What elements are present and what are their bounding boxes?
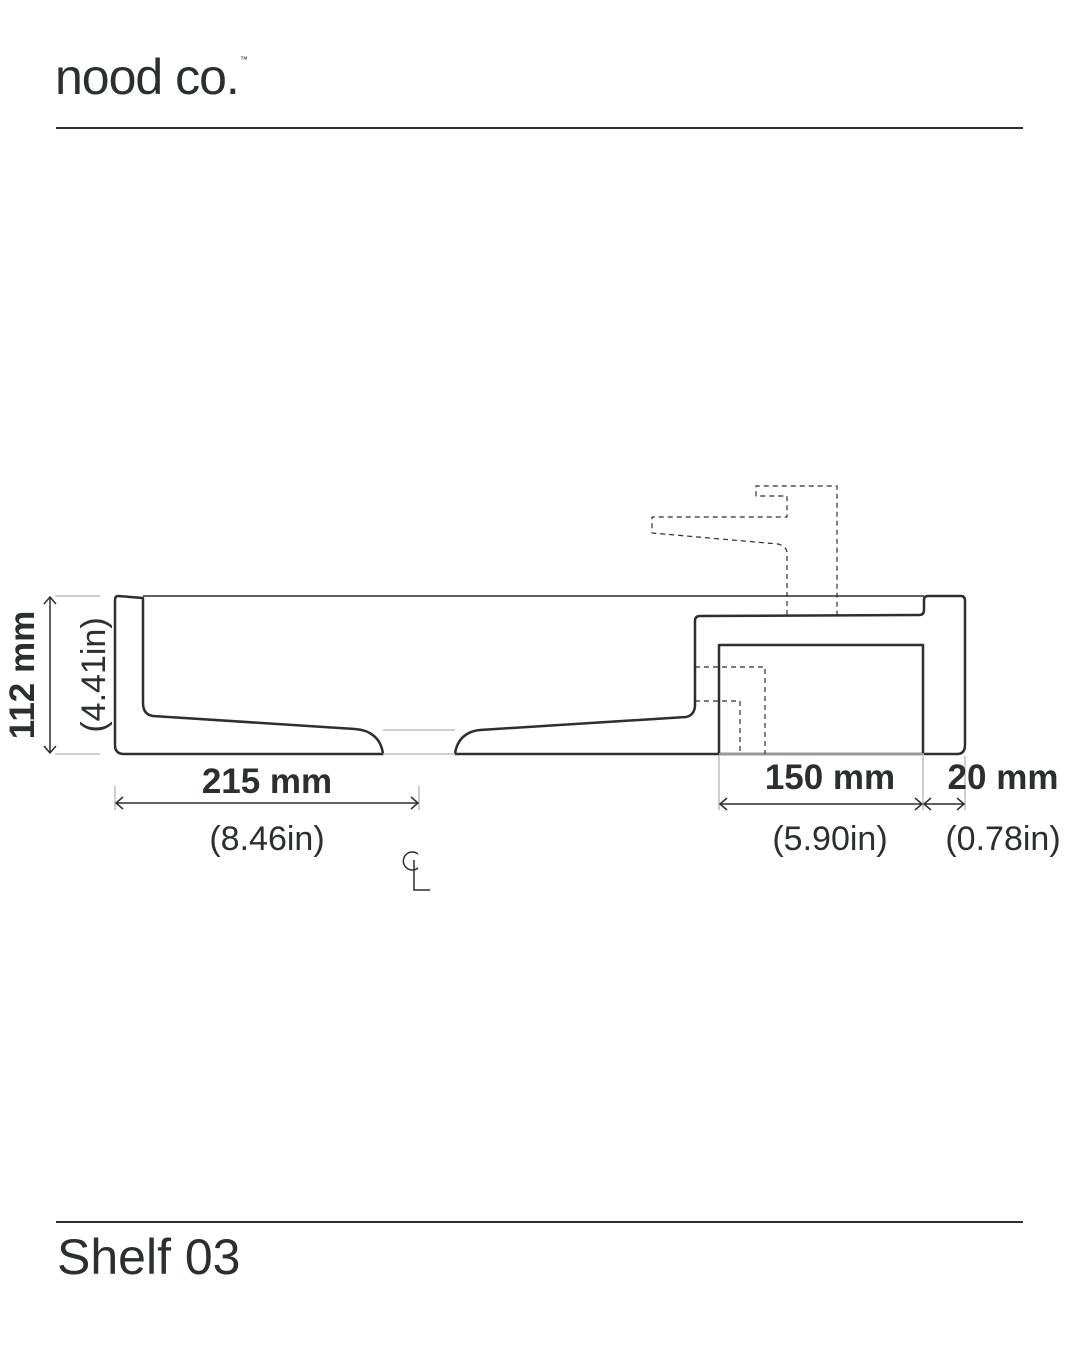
trademark: ™ <box>239 55 248 64</box>
product-title: Shelf 03 <box>57 1229 241 1285</box>
header-divider <box>56 127 1023 129</box>
half-width-arrow <box>114 796 420 810</box>
wall-thickness-in-label: (0.78in) <box>945 820 1060 858</box>
wall-thickness-mm-label: 20 mm <box>948 758 1059 797</box>
footer-divider <box>56 1221 1023 1223</box>
logo-text: nood co. <box>55 49 240 105</box>
shelf-recess <box>717 643 925 756</box>
brand-logo: nood co.™ <box>55 49 248 105</box>
half-width-mm-label: 215 mm <box>202 762 332 801</box>
shelf-depth-arrow <box>718 797 924 811</box>
waste-pipe-dashed <box>695 666 766 754</box>
wall-thickness-arrow <box>922 797 966 811</box>
tap-outline-dashed <box>651 485 838 615</box>
centerline-icon <box>402 851 430 891</box>
left-wall-profile <box>113 594 385 756</box>
height-mm-label: 112 mm <box>3 611 42 739</box>
height-in-label: (4.41in) <box>75 617 113 732</box>
shelf-depth-mm-label: 150 mm <box>765 758 895 797</box>
half-width-in-label: (8.46in) <box>209 820 324 858</box>
right-wall-profile <box>453 594 967 756</box>
shelf-depth-in-label: (5.90in) <box>772 820 887 858</box>
height-arrow <box>43 595 57 755</box>
